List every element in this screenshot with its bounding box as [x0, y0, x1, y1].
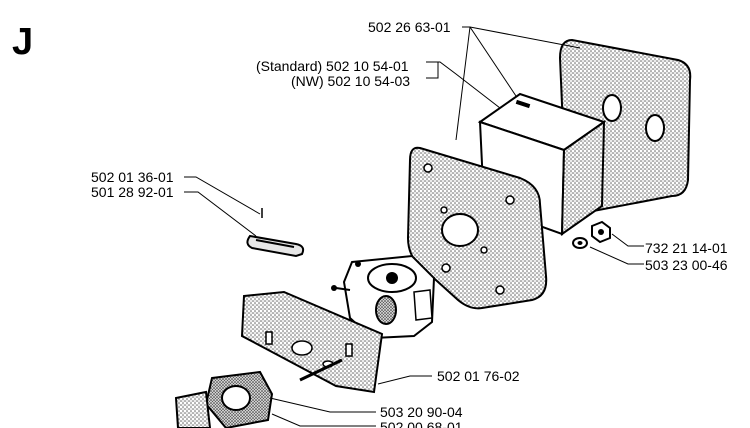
nut — [591, 220, 611, 244]
part-number-filter-nw: (NW) 502 10 54-03 — [291, 73, 411, 89]
washer — [572, 237, 588, 249]
part-number-nut: 732 21 14-01 — [645, 240, 728, 256]
part-number-filter-cover: 502 26 63-01 — [368, 19, 451, 35]
screen-part — [246, 208, 305, 258]
intake-adapter — [174, 370, 274, 428]
mounting-plate — [406, 146, 548, 310]
cover-hole-right — [645, 114, 665, 142]
part-number-adapter-2: 502 00 68-01 — [380, 419, 463, 428]
carburetor — [331, 254, 436, 340]
part-number-adapter-1: 503 20 90-04 — [380, 404, 463, 420]
part-number-washer: 503 23 00-46 — [645, 257, 728, 273]
leader-lines — [184, 26, 644, 427]
heat-shield — [240, 290, 384, 394]
mounting-bolt — [299, 358, 343, 382]
part-number-screen-2: 501 28 92-01 — [91, 184, 174, 200]
cover-hole-left — [602, 94, 622, 122]
part-number-screen-1: 502 01 36-01 — [91, 169, 174, 185]
part-number-filter-standard: (Standard) 502 10 54-01 — [256, 58, 409, 74]
section-letter: J — [12, 21, 34, 63]
part-number-heat-shield: 502 01 76-02 — [437, 368, 520, 384]
